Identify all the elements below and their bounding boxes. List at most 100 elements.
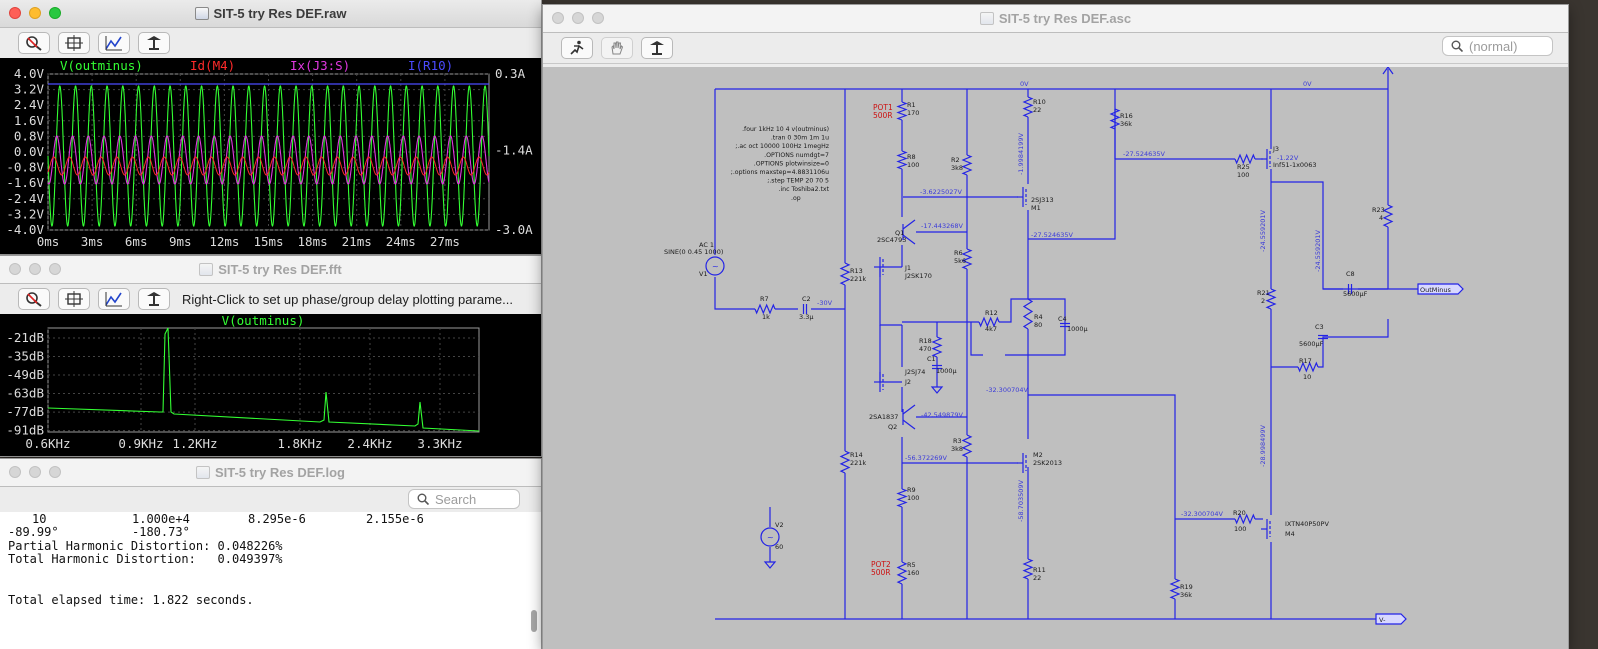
zoom-icon[interactable]: [18, 288, 50, 310]
zoom-button[interactable]: [592, 12, 604, 24]
resistor-symbol[interactable]: [1234, 153, 1256, 165]
probe-icon[interactable]: [138, 288, 170, 310]
minimize-button[interactable]: [29, 7, 41, 19]
spice-directive[interactable]: .tran 0 30m 1m 1u: [771, 135, 829, 142]
port-outminus[interactable]: [1417, 283, 1464, 295]
component-label: C8: [1346, 270, 1355, 278]
component-label: R16: [1120, 112, 1133, 120]
fft-hint: Right-Click to set up phase/group delay …: [182, 291, 513, 307]
log-titlebar[interactable]: SIT-5 try Res DEF.log: [0, 459, 541, 487]
resistor-symbol[interactable]: [1297, 361, 1319, 373]
y-tick-label: 4.0V: [14, 66, 45, 81]
autorange-icon[interactable]: [58, 288, 90, 310]
x-tick-label: 1.8KHz: [277, 436, 322, 451]
x-tick-label: 15ms: [253, 234, 283, 249]
raw-titlebar[interactable]: SIT-5 try Res DEF.raw: [0, 0, 541, 28]
x-tick-label: 3.3KHz: [417, 436, 462, 451]
net-label: -1.22V: [1277, 154, 1299, 162]
cursor-icon[interactable]: [98, 32, 130, 54]
pot1-label: POT1: [873, 103, 893, 112]
trace-legend[interactable]: I(R10): [408, 58, 453, 73]
minimize-button[interactable]: [29, 466, 41, 478]
resistor-symbol[interactable]: [1109, 108, 1121, 130]
zoom-button[interactable]: [49, 7, 61, 19]
autorange-icon[interactable]: [58, 32, 90, 54]
resistor-symbol[interactable]: [1169, 578, 1181, 600]
resistor-symbol[interactable]: [754, 303, 776, 315]
spice-directive[interactable]: ;.ac oct 10000 100Hz 1megHz: [735, 143, 829, 150]
pan-hand-icon[interactable]: [601, 37, 633, 59]
resistor-symbol[interactable]: [896, 488, 908, 508]
fft-titlebar[interactable]: SIT-5 try Res DEF.fft: [0, 256, 541, 284]
component-label: 1k: [762, 313, 770, 321]
asc-toolbar: [543, 33, 1568, 64]
resistor-symbol[interactable]: [931, 336, 943, 358]
spice-directive[interactable]: .four 1kHz 10 4 v(outminus): [742, 126, 829, 133]
spice-directive[interactable]: .op: [791, 195, 801, 202]
spice-directive[interactable]: .inc Toshiba2.txt: [779, 186, 830, 193]
transistor-symbol[interactable]: [902, 219, 916, 230]
spice-directive[interactable]: ;.step TEMP 20 70 5: [767, 178, 829, 185]
x-tick-label: 3ms: [81, 234, 104, 249]
resistor-symbol[interactable]: [961, 434, 973, 458]
resistor-symbol[interactable]: [978, 316, 1000, 328]
resistor-symbol[interactable]: [1265, 288, 1277, 310]
asc-search-field[interactable]: (normal): [1442, 36, 1553, 56]
transistor-symbol[interactable]: [902, 404, 916, 415]
resistor-symbol[interactable]: [961, 154, 973, 176]
component-label: 4: [1379, 214, 1383, 222]
trace-legend[interactable]: Id(M4): [190, 58, 235, 73]
resistor-symbol[interactable]: [896, 561, 908, 585]
minimize-button[interactable]: [29, 263, 41, 275]
net-label: -24.559201V: [1314, 230, 1322, 272]
probe-icon[interactable]: [641, 37, 673, 59]
y-tick-label: -49dB: [6, 367, 44, 382]
run-icon[interactable]: [561, 37, 593, 59]
log-search-field[interactable]: Search: [408, 489, 520, 509]
transistor-symbol[interactable]: [902, 419, 916, 430]
close-button[interactable]: [552, 12, 564, 24]
resistor-symbol[interactable]: [1022, 558, 1034, 580]
resistor-symbol[interactable]: [1022, 96, 1034, 118]
close-button[interactable]: [9, 263, 21, 275]
minimize-button[interactable]: [572, 12, 584, 24]
resistor-symbol[interactable]: [839, 262, 851, 286]
resistor-symbol[interactable]: [839, 450, 851, 474]
v1-name: V1: [699, 270, 708, 278]
spice-directive[interactable]: ;.options maxstep=4.8831106u: [731, 169, 829, 176]
resistor-symbol[interactable]: [1022, 298, 1034, 330]
zoom-icon[interactable]: [18, 32, 50, 54]
resistor-symbol[interactable]: [896, 150, 908, 170]
zoom-button[interactable]: [49, 263, 61, 275]
trace-legend[interactable]: V(outminus): [222, 313, 305, 328]
spice-directive[interactable]: .OPTIONS numdgt=7: [764, 152, 829, 159]
asc-titlebar[interactable]: SIT-5 try Res DEF.asc: [543, 5, 1568, 33]
close-button[interactable]: [9, 7, 21, 19]
log-scrollbar[interactable]: [531, 610, 537, 632]
log-row-index: 10: [32, 512, 47, 526]
net-label: -56.372269V: [905, 454, 947, 462]
trace-legend[interactable]: Ix(J3:S): [290, 58, 350, 73]
close-button[interactable]: [9, 466, 21, 478]
transistor-symbol[interactable]: [902, 234, 916, 245]
zoom-button[interactable]: [49, 466, 61, 478]
resistor-symbol[interactable]: [896, 101, 908, 121]
source-symbol[interactable]: [705, 256, 725, 276]
resistor-symbol[interactable]: [961, 248, 973, 270]
component-label: C3: [1315, 323, 1324, 331]
net-label: -32.300704V: [986, 386, 1028, 394]
log-text-area[interactable]: 10 1.000e+4 8.295e-6 2.155e-6 -89.99° -1…: [0, 512, 541, 649]
spice-directive[interactable]: .OPTIONS plotwinsize=0: [754, 160, 829, 167]
component-label: 36k: [1180, 591, 1192, 599]
source-symbol[interactable]: [760, 527, 780, 547]
log-search-placeholder: Search: [435, 491, 477, 507]
resistor-symbol[interactable]: [1234, 513, 1256, 525]
port-vminus[interactable]: [1375, 613, 1407, 625]
probe-icon[interactable]: [138, 32, 170, 54]
cursor-icon[interactable]: [98, 288, 130, 310]
resistor-symbol[interactable]: [1382, 204, 1394, 228]
trace-legend[interactable]: V(outminus): [60, 58, 143, 73]
